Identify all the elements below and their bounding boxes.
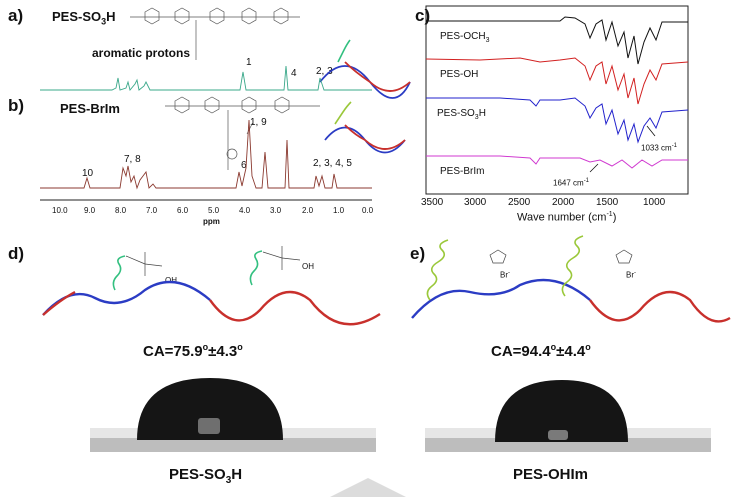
peak-label-2-3-4-5: 2, 3, 4, 5 — [313, 158, 352, 169]
ir-xlabel: Wave number (cm-1) — [517, 211, 617, 224]
wave-e — [411, 235, 731, 323]
droplet-image-d — [90, 378, 376, 452]
peak-label-10: 10 — [82, 168, 94, 179]
ir-trace-brim — [426, 155, 688, 169]
panel-a-title: PES-SO3H — [52, 9, 116, 27]
chain-wave-a — [319, 39, 411, 99]
xtick: 0.0 — [362, 206, 374, 215]
xtick: 10.0 — [52, 206, 68, 215]
contact-angle-d: CA=75.9o±4.3o — [143, 342, 243, 360]
ir-xtick: 2000 — [552, 197, 575, 208]
contact-angle-e: CA=94.4o±4.4o — [491, 342, 591, 360]
xtick: 4.0 — [239, 206, 251, 215]
panel-b-title: PES-BrIm — [60, 101, 120, 116]
trace-label-pes-och3: PES-OCH3 — [440, 31, 490, 44]
aromatic-protons-label: aromatic protons — [92, 46, 191, 60]
droplet-image-e — [425, 380, 711, 452]
trace-label-pes-oh: PES-OH — [440, 69, 479, 80]
decorative-shape — [330, 478, 406, 497]
group-label-oh-2: OH — [302, 262, 314, 271]
annotation-arrow-1033 — [646, 125, 656, 137]
sample-label-pes-ohim: PES-OHIm — [513, 466, 589, 483]
xtick: 9.0 — [84, 206, 96, 215]
ir-xtick: 3500 — [421, 197, 444, 208]
xtick: 8.0 — [115, 206, 127, 215]
xtick: 3.0 — [270, 206, 282, 215]
nmr-spectrum-a — [40, 65, 372, 91]
panel-label-e: e) — [410, 244, 426, 263]
ir-xtick: 2500 — [508, 197, 531, 208]
panel-label-a: a) — [8, 6, 24, 25]
trace-label-pes-brim: PES-BrIm — [440, 166, 485, 177]
peak-label-7-8: 7, 8 — [124, 154, 141, 165]
xtick: 5.0 — [208, 206, 220, 215]
xtick: 6.0 — [177, 206, 189, 215]
trace-label-pes-so3h: PES-SO3H — [437, 108, 486, 121]
xtick: 7.0 — [146, 206, 158, 215]
xtick: 1.0 — [333, 206, 345, 215]
group-label-oh-1: OH — [165, 276, 177, 285]
xtick: 2.0 — [302, 206, 314, 215]
panel-label-b: b) — [8, 96, 25, 115]
structure-a — [130, 7, 300, 60]
nmr-spectrum-b — [40, 119, 372, 190]
peak-label-1-9: 1, 9 — [250, 117, 267, 128]
chain-wave-b — [324, 101, 406, 154]
peak-label-1: 1 — [246, 57, 252, 68]
ir-xtick: 1500 — [596, 197, 619, 208]
panel-label-d: d) — [8, 244, 25, 263]
annotation-1033: 1033 cm-1 — [641, 143, 678, 153]
ir-xtick: 3000 — [464, 197, 487, 208]
ir-trace-och3 — [426, 16, 688, 65]
annotation-arrow-1647 — [589, 163, 599, 173]
wave-d — [42, 246, 381, 326]
ir-xtick: 1000 — [643, 197, 666, 208]
xaxis-unit-ppm: ppm — [203, 217, 220, 226]
anion-label-br-1: Br- — [500, 270, 510, 280]
sample-label-pes-so3h: PES-SO3H — [169, 466, 243, 486]
ir-frame — [425, 5, 689, 195]
ir-trace-oh — [425, 57, 689, 105]
peak-label-6: 6 — [241, 160, 247, 171]
structure-b — [165, 96, 320, 170]
ir-trace-so3h — [426, 97, 689, 144]
anion-label-br-2: Br- — [626, 270, 636, 280]
peak-label-4: 4 — [291, 68, 297, 79]
peak-label-2-3: 2, 3 — [316, 66, 333, 77]
annotation-1647: 1647 cm-1 — [553, 178, 590, 188]
